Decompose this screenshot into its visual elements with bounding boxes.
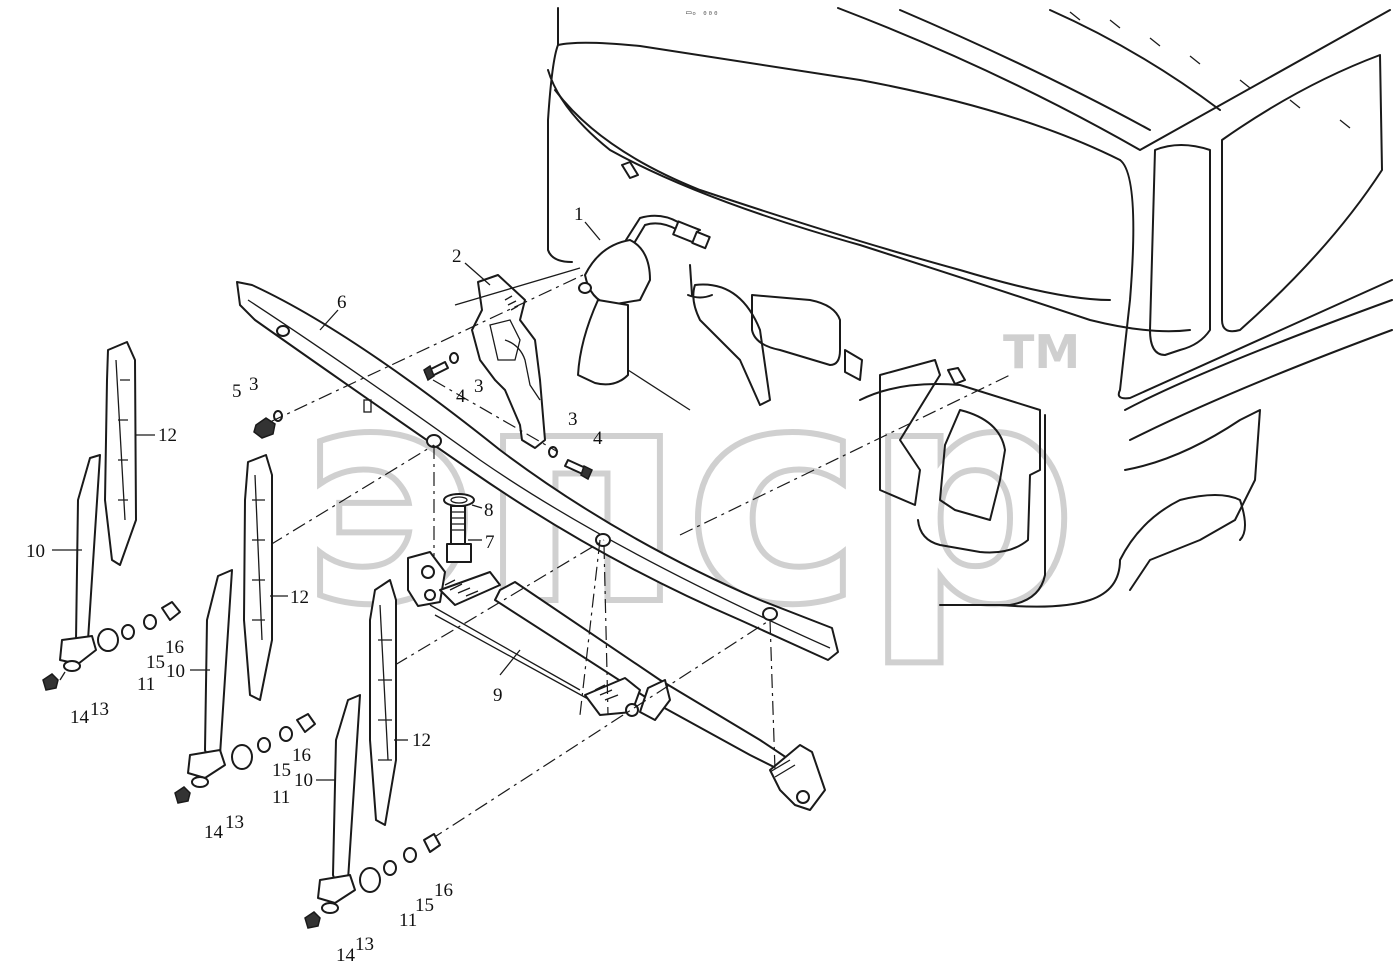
callout-9: 9 [493, 685, 503, 706]
watermark-tm: TM [1003, 325, 1080, 379]
callout-4: 4 [593, 428, 603, 449]
callout-16: 16 [434, 880, 453, 901]
callout-3: 3 [568, 409, 578, 430]
center-lines [269, 274, 1011, 841]
header-code: ▭ₒ ₀₀₀ [686, 8, 719, 18]
callout-6: 6 [337, 292, 347, 313]
callouts: 1 2 6 3 5 4 3 3 4 8 7 9 12 10 16 15 11 1… [26, 204, 603, 966]
wiper-assembly-1 [42, 341, 181, 691]
callout-5: 5 [232, 381, 242, 402]
callout-16: 16 [292, 745, 311, 766]
callout-15: 15 [415, 895, 434, 916]
callout-1: 1 [574, 204, 584, 225]
callout-14: 14 [336, 945, 356, 966]
callout-7: 7 [485, 532, 495, 553]
callout-11: 11 [399, 910, 417, 931]
callout-10: 10 [166, 661, 185, 682]
callout-10: 10 [294, 770, 313, 791]
watermark: эпср TM [297, 319, 1081, 674]
callout-11: 11 [272, 787, 290, 808]
callout-13: 13 [225, 812, 244, 833]
callout-14: 14 [204, 822, 224, 843]
callout-3: 3 [474, 376, 484, 397]
callout-12: 12 [412, 730, 431, 751]
callout-10: 10 [26, 541, 45, 562]
callout-12: 12 [290, 587, 309, 608]
callout-2: 2 [452, 246, 462, 267]
wiper-assembly-3 [304, 579, 441, 929]
truck-cab [547, 7, 1393, 608]
callout-11: 11 [137, 674, 155, 695]
callout-13: 13 [90, 699, 109, 720]
wiper-motor [577, 214, 711, 411]
callout-12: 12 [158, 425, 177, 446]
callout-16: 16 [165, 637, 184, 658]
callout-8: 8 [484, 500, 494, 521]
wiper-linkage [407, 551, 826, 811]
fasteners [253, 352, 593, 563]
callout-13: 13 [355, 934, 374, 955]
callout-4: 4 [456, 386, 466, 407]
callout-15: 15 [146, 652, 165, 673]
callout-14: 14 [70, 707, 90, 728]
leader-lines [52, 221, 601, 781]
callout-15: 15 [272, 760, 291, 781]
callout-3: 3 [249, 374, 259, 395]
wiper-crossbar [236, 281, 839, 661]
wiper-assembly-2 [174, 454, 316, 804]
